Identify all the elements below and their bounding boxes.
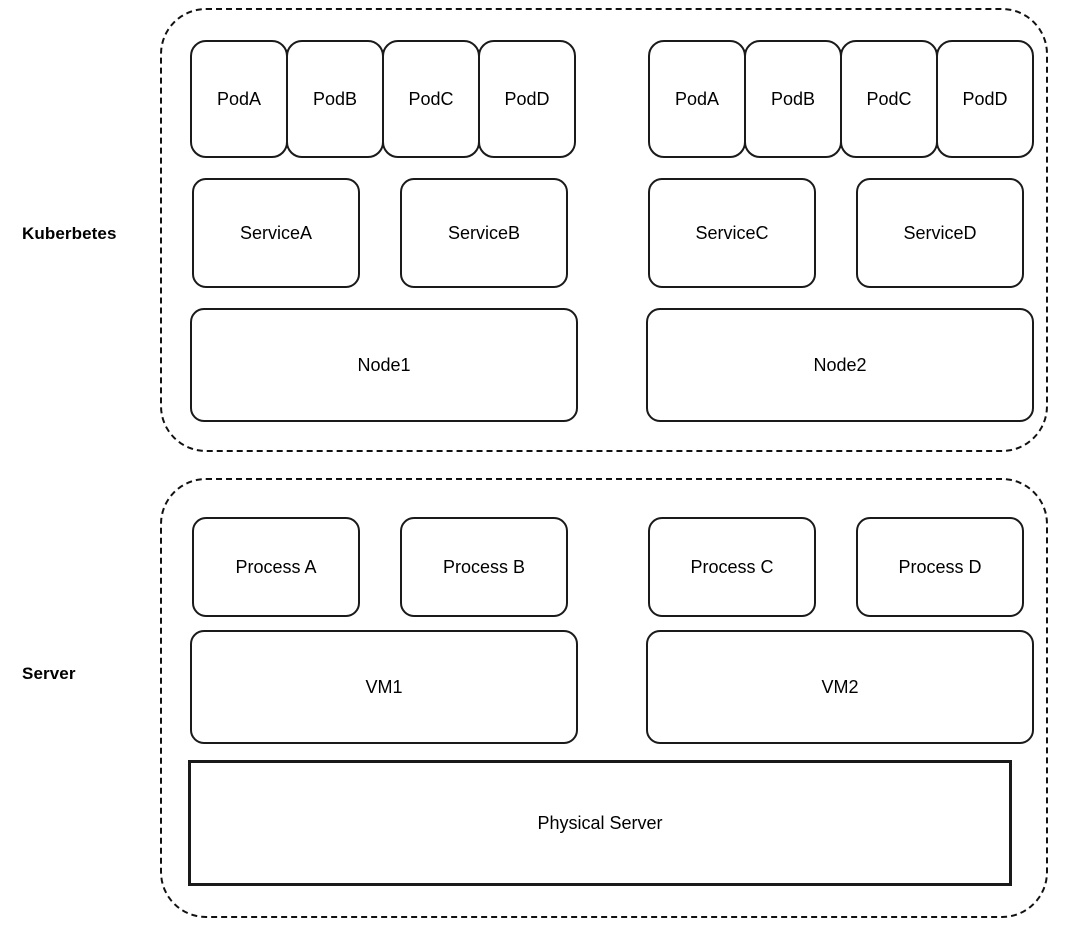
section-label-server: Server <box>22 664 76 683</box>
service-box-a[interactable]: ServiceA <box>192 178 360 288</box>
pod-box-right-a[interactable]: PodA <box>648 40 746 158</box>
pod-box-left-d[interactable]: PodD <box>478 40 576 158</box>
pod-box-right-d[interactable]: PodD <box>936 40 1034 158</box>
server-group-container <box>160 478 1048 918</box>
physical-server-box[interactable]: Physical Server <box>188 760 1012 886</box>
pod-box-left-c[interactable]: PodC <box>382 40 480 158</box>
process-box-c[interactable]: Process C <box>648 517 816 617</box>
kubernetes-group-container <box>160 8 1048 452</box>
node-box-1[interactable]: Node1 <box>190 308 578 422</box>
process-box-d[interactable]: Process D <box>856 517 1024 617</box>
service-box-d[interactable]: ServiceD <box>856 178 1024 288</box>
vm-box-1[interactable]: VM1 <box>190 630 578 744</box>
service-box-c[interactable]: ServiceC <box>648 178 816 288</box>
pod-box-right-c[interactable]: PodC <box>840 40 938 158</box>
pod-box-left-a[interactable]: PodA <box>190 40 288 158</box>
section-label-kubernetes: Kuberbetes <box>22 224 117 243</box>
service-box-b[interactable]: ServiceB <box>400 178 568 288</box>
process-box-b[interactable]: Process B <box>400 517 568 617</box>
pod-box-left-b[interactable]: PodB <box>286 40 384 158</box>
vm-box-2[interactable]: VM2 <box>646 630 1034 744</box>
pod-box-right-b[interactable]: PodB <box>744 40 842 158</box>
process-box-a[interactable]: Process A <box>192 517 360 617</box>
node-box-2[interactable]: Node2 <box>646 308 1034 422</box>
